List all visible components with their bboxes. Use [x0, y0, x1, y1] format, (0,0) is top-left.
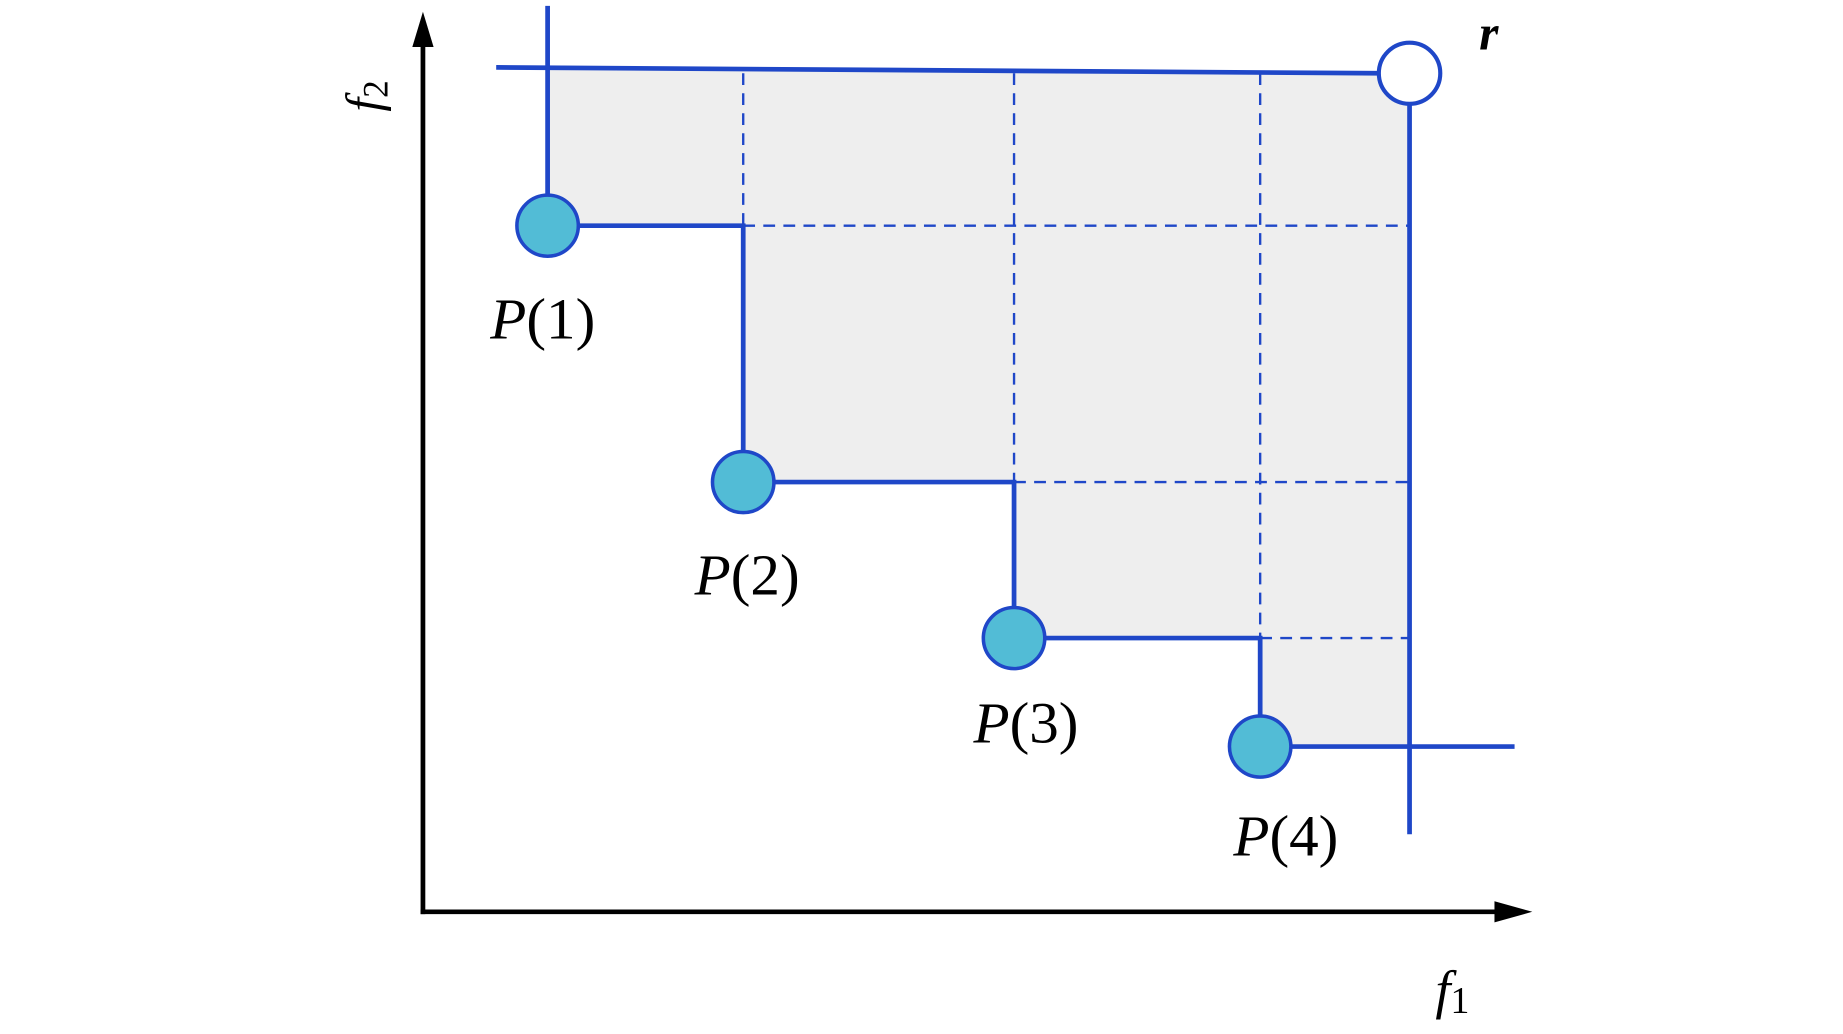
reference-horizontal-line	[496, 65, 1379, 76]
axes	[412, 11, 1533, 923]
pareto-point-1	[515, 193, 581, 258]
point-label-3: P(3)	[972, 691, 1078, 756]
attainment-step	[547, 223, 746, 483]
attainment-step	[1014, 635, 1263, 747]
reference-point-label: r	[1479, 5, 1499, 60]
point-label-2: P(2)	[694, 543, 800, 608]
y-axis-arrow	[412, 11, 434, 47]
reference-point	[1376, 40, 1443, 106]
pareto-point-3	[981, 605, 1047, 671]
pareto-point-4	[1227, 714, 1293, 779]
point-label-4: P(4)	[1232, 804, 1338, 869]
attainment-step	[743, 479, 1017, 639]
hypervolume-region	[547, 68, 1410, 747]
x-axis-label: f1	[1435, 960, 1469, 1022]
dominated-region	[547, 68, 1410, 747]
point-label-1: P(1)	[489, 287, 595, 352]
points	[515, 40, 1443, 779]
pareto-point-2	[710, 449, 776, 515]
attainment-lines	[496, 5, 1515, 835]
dashed-grid-lines	[742, 73, 1410, 640]
x-axis-arrow	[1494, 901, 1533, 923]
y-axis-label: f2	[336, 80, 395, 111]
